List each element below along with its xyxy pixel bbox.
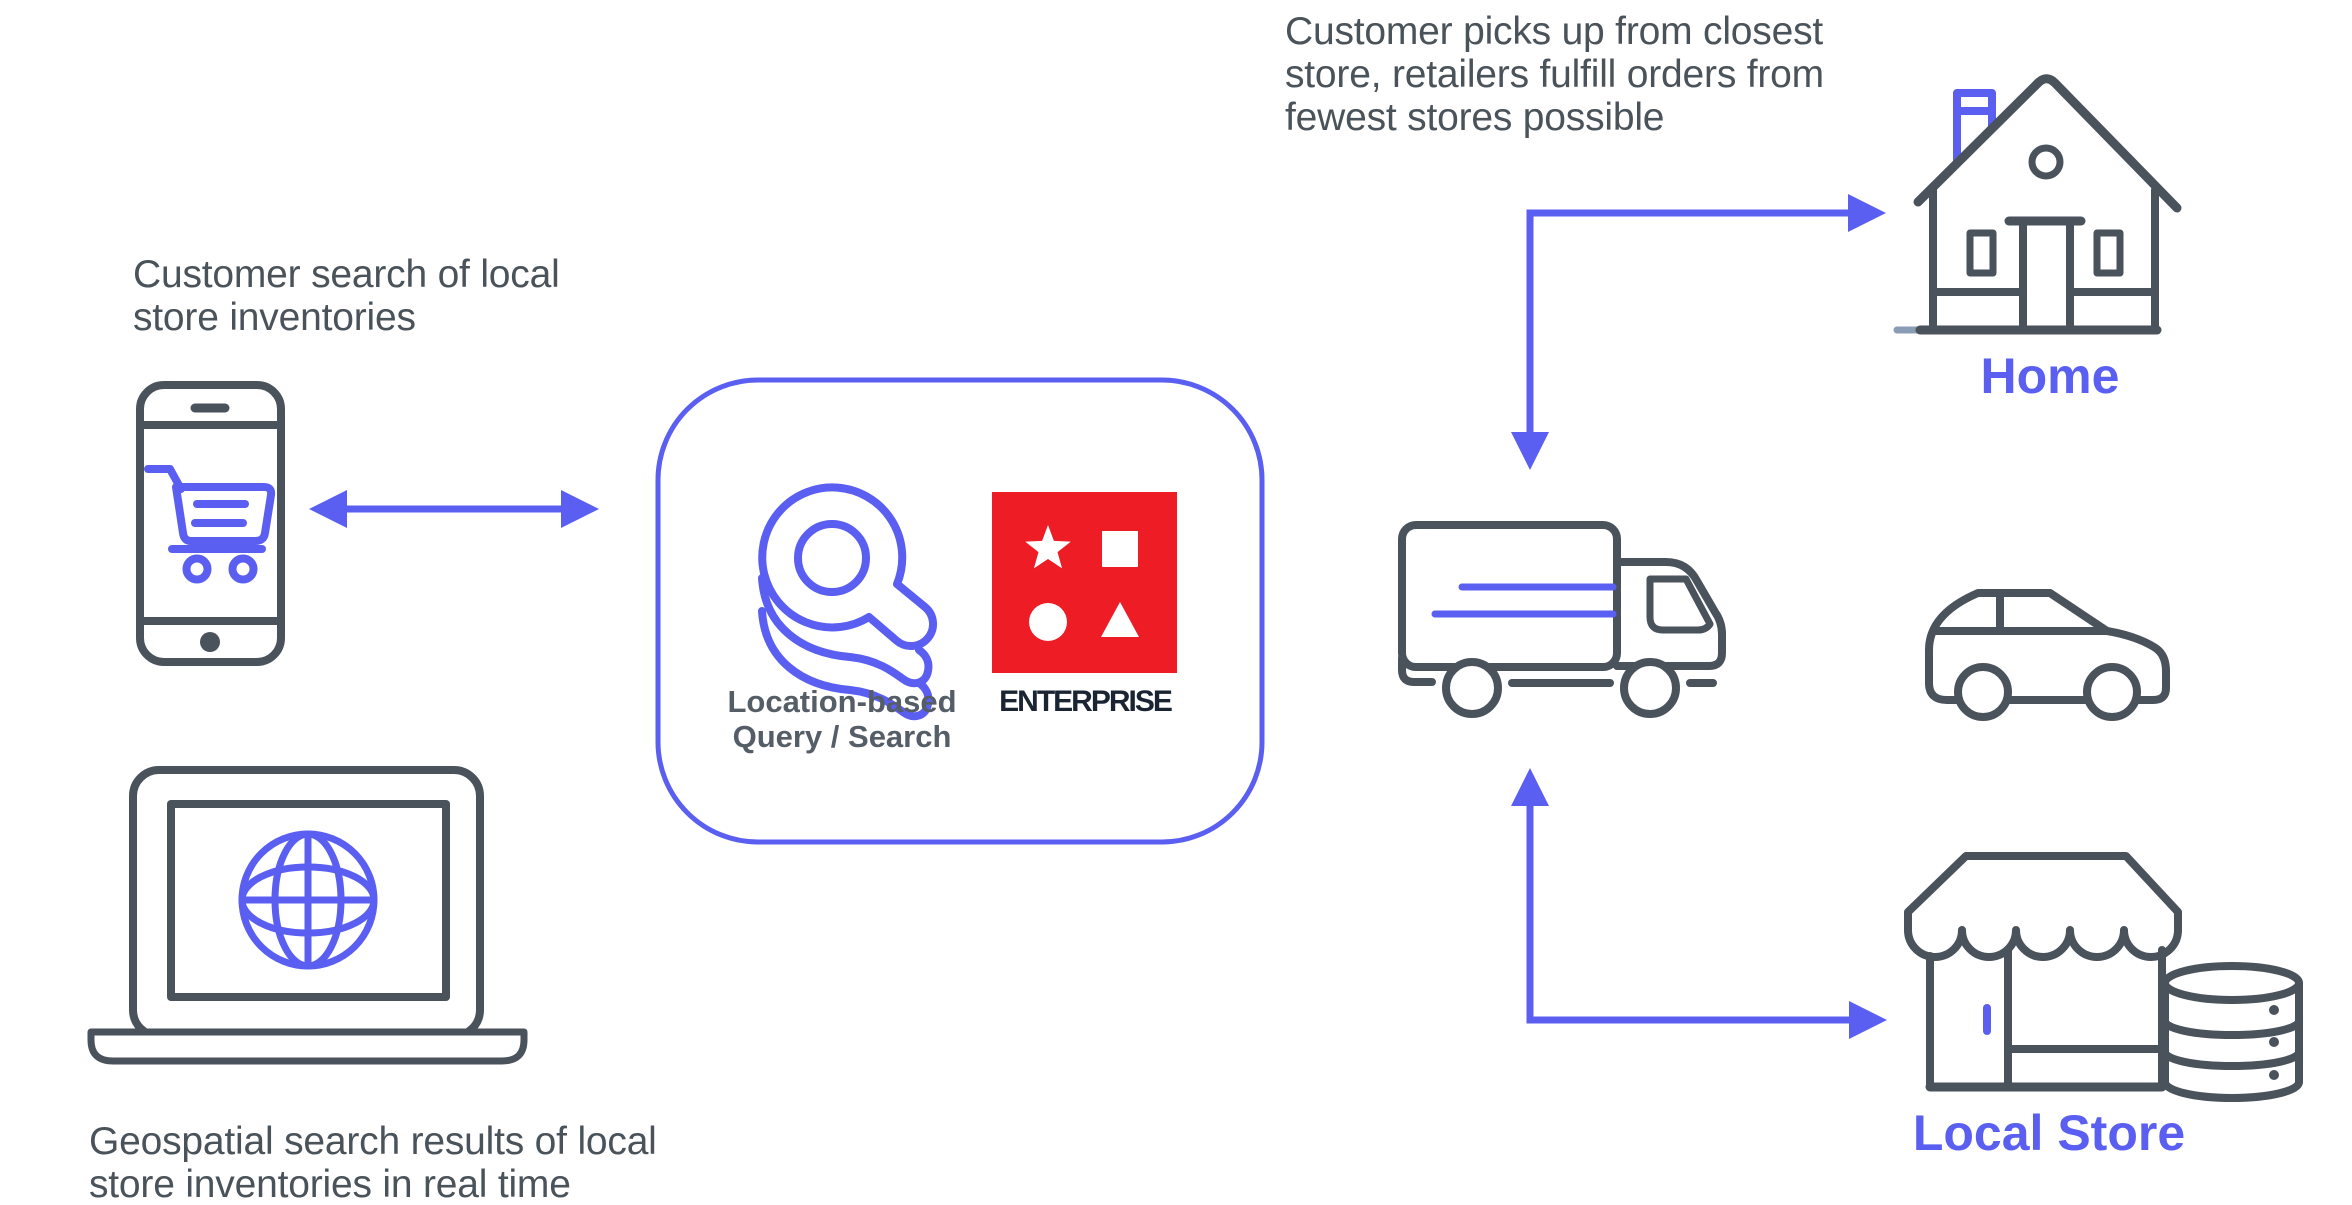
double-arrow <box>309 490 599 528</box>
note-line: store inventories in real time <box>89 1163 571 1205</box>
enterprise-logo <box>992 492 1177 673</box>
database-icon <box>2161 962 2303 1102</box>
home-label: Home <box>1980 348 2120 404</box>
speed-lines <box>1431 583 1617 618</box>
triangle-glyph <box>1101 602 1139 637</box>
note-geospatial: Geospatial search results of local store… <box>89 1120 657 1205</box>
label-line: Query / Search <box>732 719 952 754</box>
laptop-globe-icon <box>87 766 528 1065</box>
arrowhead-left <box>309 490 347 528</box>
local-store-label: Local Store <box>1912 1105 2186 1161</box>
center-box <box>655 377 1265 845</box>
note-line: Customer search of local <box>133 253 560 296</box>
home-button <box>200 632 220 652</box>
note-line: store inventories <box>133 296 416 339</box>
chimney <box>1953 89 1996 166</box>
circle-glyph <box>1029 603 1067 641</box>
truck-cab <box>1613 558 1726 670</box>
awning-outline <box>1904 852 2182 934</box>
globe-icon <box>238 830 378 970</box>
house-icon <box>1893 74 2182 335</box>
arrowhead-right <box>561 490 599 528</box>
elbow-arrow-from-store-to-truck <box>1511 768 1887 1039</box>
truck-window <box>1646 575 1714 634</box>
location-search-icon <box>758 483 938 721</box>
arrowhead-right <box>1849 1001 1887 1039</box>
enterprise-label: ENTERPRISE <box>999 685 1173 718</box>
note-line: fewest stores possible <box>1285 96 1665 139</box>
note-line: store, retailers fulfill orders from <box>1285 53 1824 96</box>
note-customer-search: Customer search of local store inventori… <box>133 253 560 339</box>
delivery-truck-icon <box>1398 521 1726 718</box>
roof <box>1913 74 2182 213</box>
star-glyph <box>1025 525 1071 569</box>
note-line: Geospatial search results of local <box>89 1120 657 1163</box>
arrowhead-up <box>1511 768 1549 806</box>
note-customer-pickup: Customer picks up from closest store, re… <box>1285 10 1824 139</box>
store-icon <box>1904 852 2182 1092</box>
window-right <box>2093 229 2124 277</box>
window-left <box>1966 229 1997 277</box>
elbow-arrow-to-home-and-truck <box>1511 194 1886 470</box>
gable-window <box>2028 144 2064 180</box>
car-icon <box>1925 589 2170 721</box>
note-line: Customer picks up from closest <box>1285 10 1824 53</box>
arrowhead-right <box>1848 194 1886 232</box>
smartphone-cart-icon <box>136 381 285 666</box>
location-query-label: Location-based Query / Search <box>692 684 992 754</box>
square-glyph <box>1102 531 1138 567</box>
label-line: Location-based <box>727 684 957 719</box>
arrowhead-down <box>1511 432 1549 470</box>
laptop-base <box>87 1028 528 1065</box>
door <box>2019 217 2074 334</box>
awning-scallops <box>1904 926 2182 961</box>
cart-icon <box>144 465 276 584</box>
